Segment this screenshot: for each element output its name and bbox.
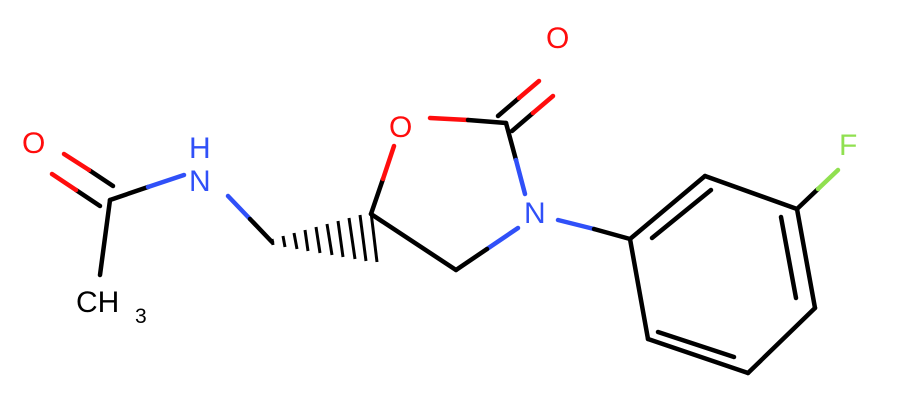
stereo-hashed-wedge-bond [270, 211, 379, 263]
methyl-subscript-label: 3 [135, 305, 147, 328]
acetyl-methyl-bond [97, 197, 113, 278]
fluorine-label: F [839, 129, 857, 162]
ring-nitrogen-label: N [524, 197, 546, 230]
phenyl-ring [627, 173, 818, 376]
ring-o1-c2-bond [427, 115, 509, 126]
ring-oxygen-label: O [389, 111, 412, 144]
acetyl-carbonyl-double-bond [49, 151, 116, 209]
ring-c2-n3-bond [503, 120, 528, 197]
methyl-label: CH [76, 286, 119, 319]
nitrogen-methylene-bond [225, 193, 275, 245]
acetyl-oxygen-label: O [22, 127, 45, 160]
ring-c4-c5-bond [368, 211, 459, 273]
oxazolidinone-carbonyl-double-bond [495, 78, 556, 134]
acetyl-nitrogen-bond [107, 172, 187, 203]
ring-n3-c4-bond [453, 225, 521, 273]
nitrogen-phenyl-bond [555, 217, 633, 242]
amide-hydrogen-label: H [189, 132, 211, 165]
carbon-fluorine-bond [794, 167, 841, 212]
amide-nitrogen-label: N [189, 165, 211, 198]
ring-c5-o1-bond [368, 143, 397, 217]
carbonyl-oxygen-label: O [546, 22, 569, 55]
